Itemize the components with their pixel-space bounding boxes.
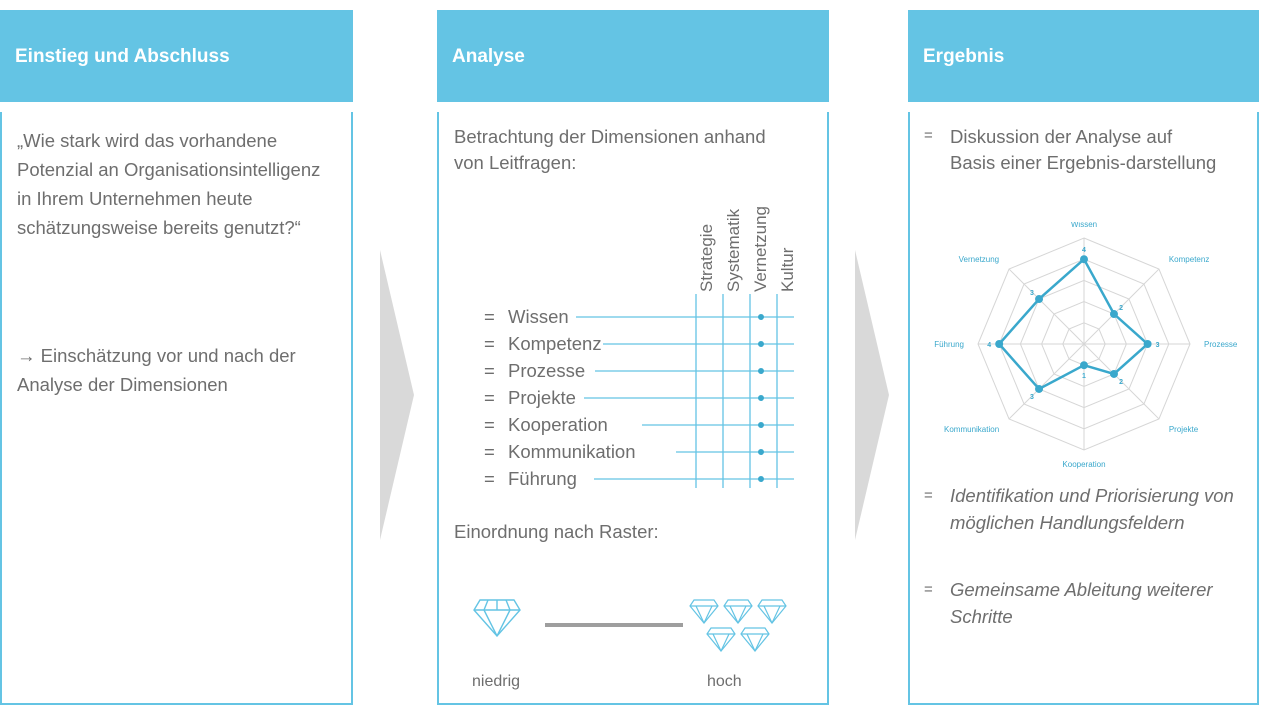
radar-axis-label: Führung <box>934 340 964 349</box>
dimension-fuehrung: =Führung <box>484 468 577 489</box>
radar-point-3 <box>1109 369 1118 378</box>
radar-point-6 <box>995 340 1004 348</box>
radar-point-0 <box>1080 255 1088 264</box>
result-bullet-1: = <box>924 127 933 144</box>
radar-point-2 <box>1143 340 1152 348</box>
column-result: Ergebnis = Diskussion der Analyse auf Ba… <box>908 10 1259 705</box>
result-item-2: Identifikation und Priorisierung von mög… <box>950 485 1234 533</box>
result-item-1: Diskussion der Analyse auf Basis einer E… <box>950 126 1217 173</box>
radar-spoke <box>1008 343 1085 420</box>
entry-note: → Einschätzung vor und nach der Analyse … <box>17 345 296 395</box>
radar-value-label: 3 <box>1030 394 1034 401</box>
radar-value-label: 3 <box>1030 290 1034 297</box>
radar-point-4 <box>1080 361 1088 370</box>
radar-axis-label: Kompetenz <box>1169 255 1209 264</box>
radar-spoke <box>1083 268 1160 345</box>
scale-low-label: niedrig <box>472 673 521 690</box>
dimension-kommunikation: =Kommunikation <box>484 441 636 462</box>
dimension-kompetenz: =Kompetenz <box>484 333 602 354</box>
result-bullet-3: = <box>924 581 933 598</box>
radar-value-label: 2 <box>1119 379 1123 386</box>
column-analysis-title: Analyse <box>437 10 829 102</box>
column-analysis: Analyse Betrachtung der Dimensionen anha… <box>437 10 829 705</box>
dimension-prozesse: =Prozesse <box>484 360 586 381</box>
radar-point-7 <box>1035 295 1044 304</box>
radar-value-label: 4 <box>987 342 991 349</box>
radar-chart: 42321343WissenKompetenzProzesseProjekteK… <box>934 222 1238 469</box>
entry-question: „Wie stark wird das vorhandene Potenzial… <box>17 130 321 238</box>
arrow-right-2 <box>855 250 889 540</box>
scale-high-label: hoch <box>707 673 742 690</box>
radar-series-line <box>997 257 1150 391</box>
radar-value-label: 4 <box>1082 247 1086 254</box>
radar-axis-label: Vernetzung <box>959 255 999 264</box>
diamond-icon <box>473 599 521 638</box>
arrow-right-1 <box>380 250 414 540</box>
radar-axis-label: Prozesse <box>1204 340 1238 349</box>
dimension-kooperation: =Kooperation <box>484 414 608 435</box>
radar-spoke <box>1083 343 1160 420</box>
radar-value-label: 2 <box>1119 305 1123 312</box>
dimension-wissen: =Wissen <box>484 306 569 327</box>
radar-axis-label: Wissen <box>1071 222 1097 229</box>
dimension-grid <box>576 294 794 488</box>
radar-point-1 <box>1109 310 1118 319</box>
diamond-cluster-icon <box>689 599 787 652</box>
radar-point-5 <box>1035 384 1044 393</box>
radar-spoke <box>1008 268 1085 345</box>
result-bullet-2: = <box>924 487 933 504</box>
scale-line <box>545 623 683 627</box>
column-entry-body: „Wie stark wird das vorhandene Potenzial… <box>0 112 353 705</box>
column-result-body: = Diskussion der Analyse auf Basis einer… <box>908 112 1259 705</box>
raster-label: Einordnung nach Raster: <box>454 521 659 542</box>
column-result-title: Ergebnis <box>908 10 1259 102</box>
column-entry-title: Einstieg und Abschluss <box>0 10 353 102</box>
radar-axis-label: Kooperation <box>1062 460 1105 469</box>
column-entry: Einstieg und Abschluss „Wie stark wird d… <box>0 10 353 705</box>
radar-axis-label: Projekte <box>1169 425 1199 434</box>
result-item-3: Gemeinsame Ableitung weiterer Schritte <box>950 579 1213 627</box>
radar-value-label: 3 <box>1156 342 1160 349</box>
column-analysis-body: Betrachtung der Dimensionen anhand von L… <box>437 112 829 705</box>
analysis-intro: Betrachtung der Dimensionen anhand von L… <box>454 126 766 173</box>
dimension-projekte: =Projekte <box>484 387 576 408</box>
radar-value-label: 1 <box>1082 373 1086 380</box>
radar-axis-label: Kommunikation <box>944 425 999 434</box>
